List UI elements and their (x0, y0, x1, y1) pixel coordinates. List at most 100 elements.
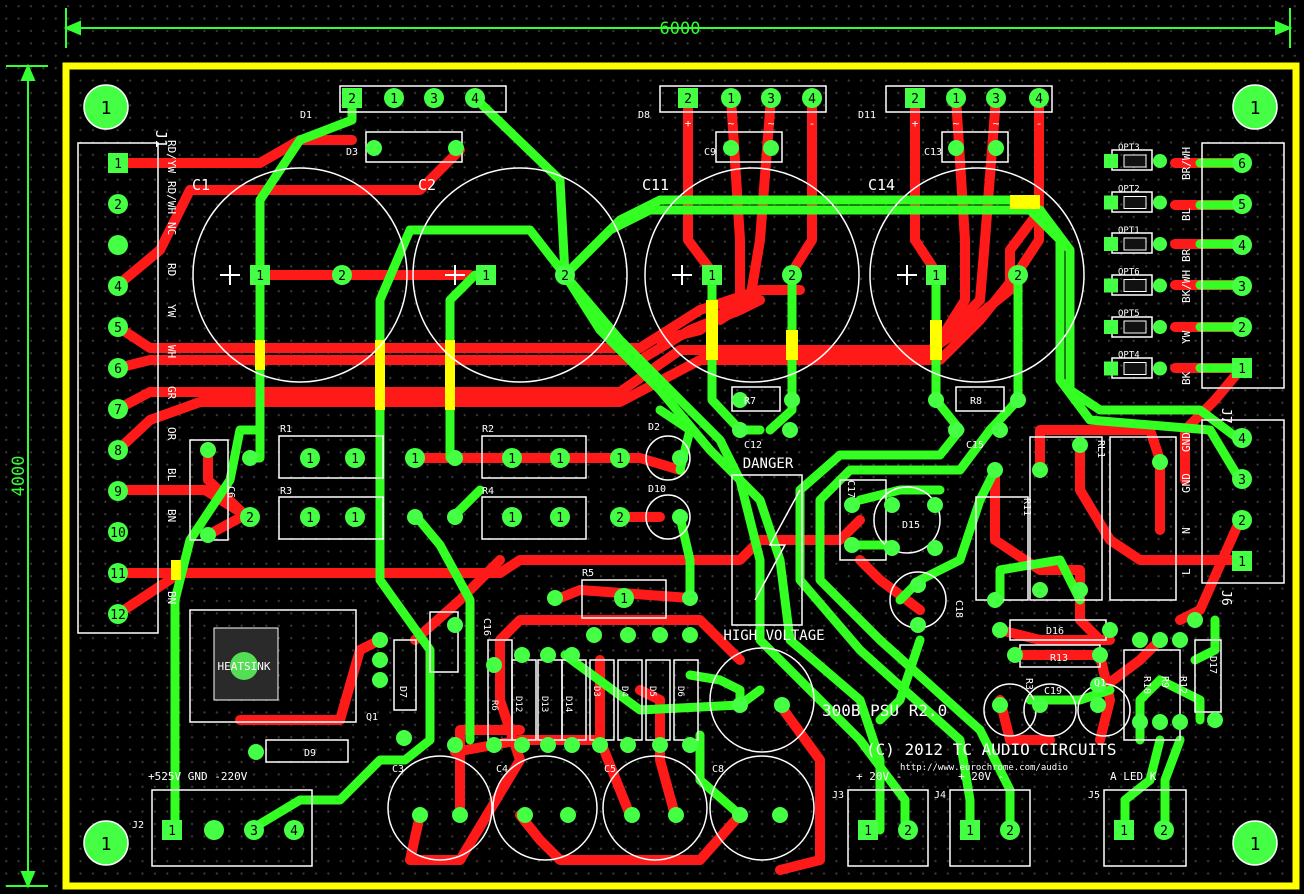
opto-body (1123, 320, 1147, 334)
component-pad (1102, 622, 1118, 638)
high-voltage-label: HIGH VOLTAGE (723, 628, 824, 644)
resistor-pad-number: 1 (620, 592, 628, 607)
component-pad (624, 807, 640, 823)
resistor-pad-number: 1 (616, 452, 624, 467)
r12-label: R12 (1177, 676, 1188, 694)
j2-ref: J2 (132, 820, 144, 831)
board-outline (62, 62, 1300, 890)
bridge-sign: + (912, 117, 919, 130)
bridge-pad: 3 (761, 88, 781, 108)
opto-pad (1104, 320, 1118, 334)
component-pad (540, 737, 556, 753)
opto-label: OPT2 (1118, 185, 1140, 195)
j1-pad: 12 (108, 604, 128, 624)
bridge-sign: - (1036, 117, 1043, 130)
big-cap-pad-number: 1 (256, 269, 264, 284)
component-pad (372, 672, 388, 688)
resistor-pad: 1 (300, 507, 320, 527)
bottom-connector-pad: 4 (284, 820, 304, 840)
component-pad (1152, 454, 1168, 470)
big-cap-pad-number: 1 (708, 269, 716, 284)
component-pad (248, 744, 264, 760)
component-pad (732, 422, 748, 438)
j3-label: + 20V - (856, 770, 902, 783)
j7-pad: 1 (1232, 551, 1252, 571)
component-pad (620, 737, 636, 753)
big-cap-pad-number: 2 (561, 269, 569, 284)
svg-text:1: 1 (1250, 98, 1261, 119)
j5-label: A LED K (1110, 770, 1157, 783)
danger-label: DANGER (743, 456, 794, 472)
j1-wire-label: OR (165, 427, 178, 441)
resistor-pad-number: 1 (508, 511, 516, 526)
mounting-holes (83, 84, 1278, 866)
bridge-pad-number: 4 (1035, 92, 1043, 107)
j6-wire-label: BK/WH (1180, 270, 1193, 303)
j1-pad-number: 1 (114, 157, 122, 172)
component-pad (682, 627, 698, 643)
r1-label: R1 (280, 424, 292, 435)
bridge-pad-number: 4 (471, 92, 479, 107)
j1-wire-label: BN (165, 509, 178, 522)
bridge-pad-number: 3 (430, 92, 438, 107)
d4-label: D4 (619, 686, 629, 697)
j6-pad: 4 (1232, 235, 1252, 255)
bottom-connector-pad: 2 (1000, 820, 1020, 840)
d3b-label: D3 (591, 686, 601, 697)
cap-polarity-marks (220, 265, 917, 285)
opto-pad (1153, 278, 1167, 293)
bottom-connector-pad: 2 (1154, 820, 1174, 840)
j1-wire-label: RD/WH (165, 181, 178, 214)
component-pad (1090, 697, 1106, 713)
rl1-label: RL1 (1095, 440, 1106, 458)
j1-pad-number: 12 (110, 608, 126, 623)
j7-label: J7 (1218, 408, 1233, 424)
component-pad (486, 657, 502, 673)
j1-pad-number: 11 (110, 567, 126, 582)
resistor-pad-number: 1 (306, 511, 314, 526)
component-pad (652, 627, 668, 643)
opto-label: OPT5 (1118, 309, 1140, 319)
component-pad (928, 392, 944, 408)
j1-pad: 4 (108, 276, 128, 296)
c4-label: C4 (496, 764, 508, 775)
component-pad (1207, 712, 1223, 728)
r11-label: R11 (1021, 498, 1032, 516)
resistor-pad-number: 2 (246, 511, 254, 526)
j7-pad-number: 1 (1238, 555, 1246, 570)
component-pad (1072, 582, 1088, 598)
resistor-pad: 2 (610, 507, 630, 527)
resistor-pad: 1 (550, 448, 570, 468)
j1-pad: 1 (108, 153, 128, 173)
component-pad (1132, 714, 1148, 730)
bridge-pad: 3 (986, 88, 1006, 108)
r8-label: R8 (970, 396, 982, 407)
d3-label: D3 (346, 147, 358, 158)
j1-pad (108, 235, 128, 255)
r6-label: R6 (489, 700, 499, 711)
opto-body (1123, 237, 1147, 251)
component-pad (452, 807, 468, 823)
component-pad (447, 737, 463, 753)
component-pad (620, 627, 636, 643)
big-cap-pad-number: 1 (932, 269, 940, 284)
opto-pad (1153, 320, 1167, 334)
component-pad (560, 807, 576, 823)
j6-pad: 1 (1232, 358, 1252, 378)
j1-wire-label: GR (165, 386, 178, 400)
component-pad (927, 497, 943, 513)
j7-wire-label: GND (1180, 432, 1193, 452)
j1-pad-number: 4 (114, 280, 122, 295)
bottom-connector-pad: 1 (858, 820, 878, 840)
resistor-pad: 1 (300, 448, 320, 468)
resistor-pad-number: 1 (411, 452, 419, 467)
j1-pad: 5 (108, 317, 128, 337)
component-pad (366, 140, 382, 156)
opto-pad (1104, 361, 1118, 376)
j1-pad-number: 6 (114, 362, 122, 377)
resistor-pad: 1 (610, 448, 630, 468)
resistor-pad-number: 1 (556, 452, 564, 467)
component-pad (372, 632, 388, 648)
